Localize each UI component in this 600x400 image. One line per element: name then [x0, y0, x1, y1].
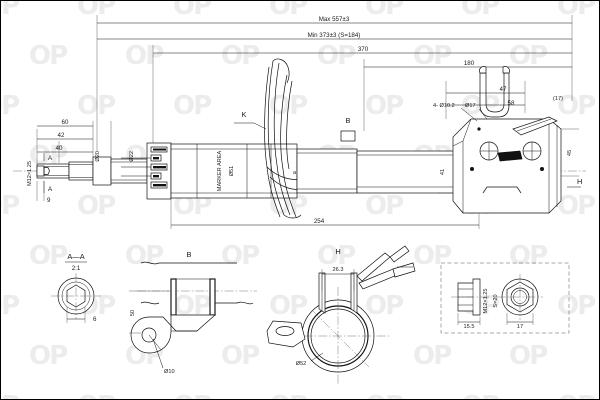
detail-mark-k: K [242, 110, 247, 119]
detail-view-nut: 15.5 M12×1.25 S=20 17 [440, 262, 570, 334]
knuckle-bracket [452, 66, 562, 214]
lower-tube: B [296, 116, 456, 194]
dim-17-ref: (17) [553, 96, 563, 102]
dim-58: 58 [508, 100, 515, 107]
piston-rod-assembly [36, 156, 148, 186]
detail-b-dim-50: 50 [130, 310, 136, 316]
bracket-dimension-group: 4- Ø10.2 Ø17 47 58 (17) 41 45 H [433, 81, 582, 194]
dim-370: 370 [358, 46, 369, 53]
dust-cover-section [121, 142, 172, 200]
dim-dia-51: Ø51 [229, 166, 235, 177]
detail-h-title: H [335, 247, 340, 256]
dim-9: 9 [47, 197, 51, 204]
cylinder-body: MARKER AREA Ø51 [170, 143, 298, 199]
section-mark-a-top: A [48, 155, 53, 162]
detail-h-dim-dia52: Ø52 [296, 361, 307, 367]
dim-42: 42 [58, 132, 65, 139]
dim-180: 180 [464, 60, 475, 67]
dim-47: 47 [500, 86, 507, 93]
detail-view-section-aa: A—A 2:1 6 [51, 252, 101, 323]
dim-254: 254 [314, 218, 325, 225]
dim-41: 41 [440, 169, 446, 175]
detail-nut-dim-height: 15.5 [464, 324, 475, 330]
left-dimension-group: 60 42 40 M12×1.25 Ø20 Ø22 A A 9 [27, 119, 135, 204]
detail-nut-dim-af: 17 [517, 324, 523, 330]
dim-dia-22: Ø22 [129, 151, 135, 162]
detail-aa-dim-6: 6 [93, 316, 97, 323]
detail-aa-title: A—A [67, 252, 84, 261]
label-angle-a: a [293, 170, 297, 176]
top-dimension-group: Max 557±3 Min 373±3 (S=184) 370 180 [96, 15, 573, 153]
dim-holes-4x: 4- Ø10.2 [433, 103, 455, 109]
detail-view-b: B 50 Ø10 [129, 250, 257, 375]
dim-thread-m12: M12×1.25 [27, 161, 33, 186]
dim-dia-17: Ø17 [465, 103, 476, 109]
detail-view-h: H 26.3 [266, 245, 416, 385]
detail-h-dim-26-3: 26.3 [333, 267, 344, 273]
dim-min-length: Min 373±3 (S=184) [308, 32, 361, 39]
bottom-dimension-group: 254 [170, 199, 480, 229]
detail-b-title: B [187, 250, 192, 259]
detail-aa-scale: 2:1 [72, 265, 81, 272]
detail-mark-h-right: H [577, 177, 582, 186]
detail-nut-dim-thread: M12×1.25 [483, 288, 489, 313]
dim-45: 45 [567, 150, 573, 156]
dim-60: 60 [62, 119, 69, 126]
dim-40: 40 [56, 145, 63, 152]
detail-mark-b: B [346, 116, 351, 125]
dim-dia-20: Ø20 [95, 151, 101, 162]
dim-max-length: Max 557±3 [319, 16, 350, 23]
label-marker-area: MARKER AREA [217, 151, 223, 192]
detail-nut-dim-span: S=20 [493, 294, 499, 307]
section-mark-a-bottom: A [48, 186, 53, 193]
detail-b-dim-dia10: Ø10 [164, 369, 175, 375]
